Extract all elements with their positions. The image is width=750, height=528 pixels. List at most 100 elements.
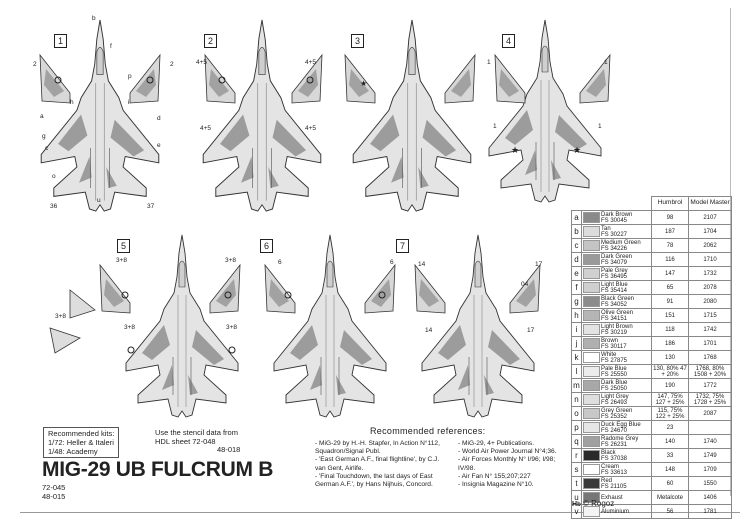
svg-text:36: 36 [50,203,58,210]
paint-swatch [583,436,600,447]
paint-swatch [583,296,600,307]
svg-text:f: f [110,43,112,50]
svg-text:★: ★ [511,145,519,155]
model-master-value: 2078 [688,280,732,295]
paint-swatch [583,366,600,377]
humbrol-value: 78 [651,238,689,253]
paint-swatch [583,324,600,335]
references-left: - MiG-29 by H.-H. Stapfer, In Action N°1… [315,440,451,489]
paint-swatch [583,268,600,279]
svg-text:a: a [40,113,44,120]
svg-text:17: 17 [535,261,543,268]
paint-letter: b [571,224,582,239]
stencil-note: Use the stencil data from HDL sheet 72-0… [155,428,240,455]
paint-name: Dark Green [601,253,633,260]
humbrol-value: 190 [651,378,689,393]
paint-fs: FS 30219 [601,329,628,336]
svg-text:★: ★ [360,79,367,88]
svg-text:3+8: 3+8 [55,313,66,320]
paint-fs: FS 25050 [601,385,628,392]
paint-name: Olive Green [601,309,634,316]
profile-2-planform [202,19,323,212]
svg-text:★: ★ [573,145,581,155]
paint-letter: l [571,364,582,379]
paint-swatch [583,422,600,433]
reference-item: - 'East German A.F., final flightline', … [315,456,440,472]
sheet-code: 48-015 [42,491,66,501]
paint-swatch-cell [581,406,601,421]
paint-name: Dark Brown [601,211,633,218]
paint-swatch [583,394,600,405]
model-master-value: 1709 [688,462,732,477]
recommended-kits-box: Recommended kits: 1/72: Heller & Italeri… [43,427,120,458]
svg-text:3+8: 3+8 [225,257,236,264]
svg-text:o: o [52,173,56,180]
paint-fs: FS 25352 [601,413,628,420]
humbrol-value: 186 [651,336,689,351]
svg-text:17: 17 [527,327,535,334]
paint-name: Black [601,449,616,456]
paint-fs: FS 34079 [601,259,628,266]
paint-fs: FS 35414 [601,287,628,294]
paint-swatch-cell [581,392,601,407]
paint-swatch-cell [581,210,601,225]
stencil-line: HDL sheet 72-048 [155,436,216,446]
paint-letter: g [571,294,582,309]
svg-text:14: 14 [418,261,426,268]
paint-letter: s [571,462,582,477]
reference-item: - MiG-29 by H.-H. Stapfer, In Action N°1… [315,440,440,456]
humbrol-value: 147, 75% 127 + 25% [651,392,689,407]
paint-fs: FS 33613 [601,469,628,476]
paint-swatch-cell [581,490,601,505]
paint-swatch-cell [581,420,601,435]
reference-item: - Air Forces Monthly N° I/96; I/98; IV/9… [458,456,556,472]
model-master-header: Model Master [688,196,732,211]
paint-swatch [583,212,600,223]
humbrol-value: 65 [651,280,689,295]
svg-text:4+5: 4+5 [196,59,207,66]
paint-letter: n [571,392,582,407]
svg-text:37: 37 [147,203,155,210]
humbrol-value: 130 [651,350,689,365]
paint-name: Medium Green [601,239,641,246]
svg-text:2: 2 [170,61,174,68]
paint-letter: f [571,280,582,295]
paint-fs: FS 26493 [601,399,628,406]
callout-labels: 2 2 36 37 a b c d e f g h i o p u 4+5 4+… [33,15,608,334]
paint-swatch-cell [581,476,601,491]
model-master-value: 1406 [688,490,732,505]
paint-name: Pale Grey [601,267,628,274]
humbrol-value: 60 [651,476,689,491]
paint-swatch [583,492,600,503]
svg-text:1: 1 [493,123,497,130]
humbrol-value: 115, 75% 122 + 25% [651,406,689,421]
paint-swatch [583,506,600,517]
model-master-value: 1701 [688,336,732,351]
paint-name: Pale Blue [601,365,627,372]
paint-letter: e [571,266,582,281]
profile-6-planform [264,234,396,418]
profile-3-planform [344,19,476,212]
model-master-value: 1768, 80% 1508 + 20% [688,364,732,379]
sheet-codes: 72-045 48-015 [42,483,66,501]
svg-text:6: 6 [390,259,394,266]
